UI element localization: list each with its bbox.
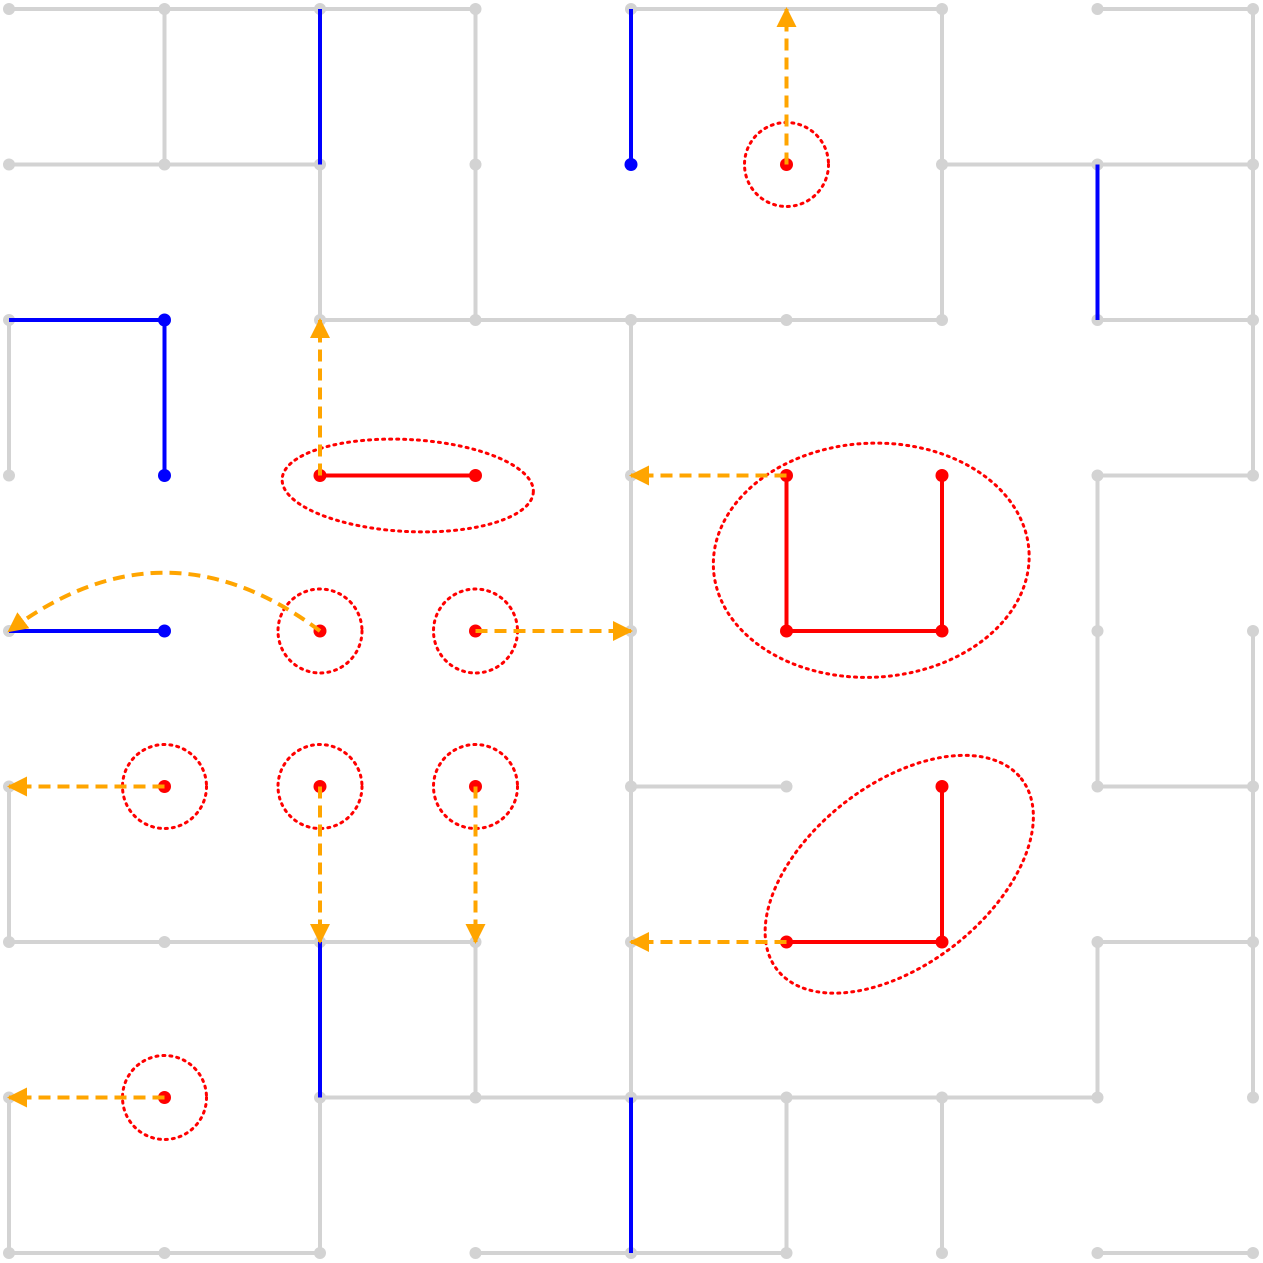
gray-node xyxy=(1247,936,1259,948)
red-node xyxy=(935,469,949,482)
gray-node xyxy=(3,469,15,482)
gray-node xyxy=(936,314,948,326)
gray-node xyxy=(1247,3,1259,15)
gray-edges xyxy=(7,7,1255,1255)
gray-node xyxy=(1247,625,1259,637)
gray-node xyxy=(1091,936,1104,948)
gray-node xyxy=(780,780,793,793)
gray-node xyxy=(469,1247,482,1259)
blue-node xyxy=(624,158,638,171)
gray-node xyxy=(469,1091,482,1104)
gray-node xyxy=(936,3,948,15)
gray-node xyxy=(936,1091,948,1104)
gray-node xyxy=(1091,1091,1104,1104)
red-node xyxy=(780,624,793,638)
gray-node xyxy=(314,1247,326,1259)
gray-node xyxy=(1091,625,1104,637)
gray-node xyxy=(1247,780,1259,793)
gray-node xyxy=(1247,1247,1259,1259)
red-node xyxy=(935,624,949,638)
gray-node xyxy=(780,1091,793,1104)
gray-node xyxy=(158,3,171,15)
gray-node xyxy=(1091,469,1104,482)
gray-node xyxy=(936,1247,948,1259)
gray-node xyxy=(1247,158,1259,171)
gray-node xyxy=(158,1247,171,1259)
orange-arrows xyxy=(7,7,797,1108)
gray-node xyxy=(1247,314,1259,326)
gray-node xyxy=(780,1247,793,1259)
dotted-halo xyxy=(711,441,1031,679)
blue-paths xyxy=(9,9,1100,1253)
gray-node xyxy=(158,158,171,171)
gray-node xyxy=(780,314,793,326)
red-node xyxy=(935,935,949,949)
blue-node xyxy=(158,624,171,638)
gray-node xyxy=(1247,1091,1259,1104)
gray-node xyxy=(3,1247,15,1259)
gray-node xyxy=(3,158,15,171)
gray-node xyxy=(625,314,637,326)
blue-node xyxy=(158,469,171,482)
gray-node xyxy=(469,314,482,326)
gray-node xyxy=(158,936,171,948)
red-node xyxy=(469,469,482,482)
red-node xyxy=(935,780,949,793)
gray-node xyxy=(1091,3,1104,15)
gray-node xyxy=(1247,469,1259,482)
gray-node xyxy=(3,936,15,948)
gray-node xyxy=(1091,1247,1104,1259)
gray-node xyxy=(1091,780,1104,793)
orange-arrow xyxy=(7,570,322,633)
gray-node xyxy=(469,3,482,15)
gray-node xyxy=(625,780,637,793)
gray-node xyxy=(3,3,15,15)
dotted-halo xyxy=(276,587,364,675)
gray-node xyxy=(936,158,948,171)
blue-node xyxy=(158,313,171,327)
dotted-halo xyxy=(763,753,1035,995)
gray-node xyxy=(469,158,482,171)
dotted-halo xyxy=(280,437,535,534)
